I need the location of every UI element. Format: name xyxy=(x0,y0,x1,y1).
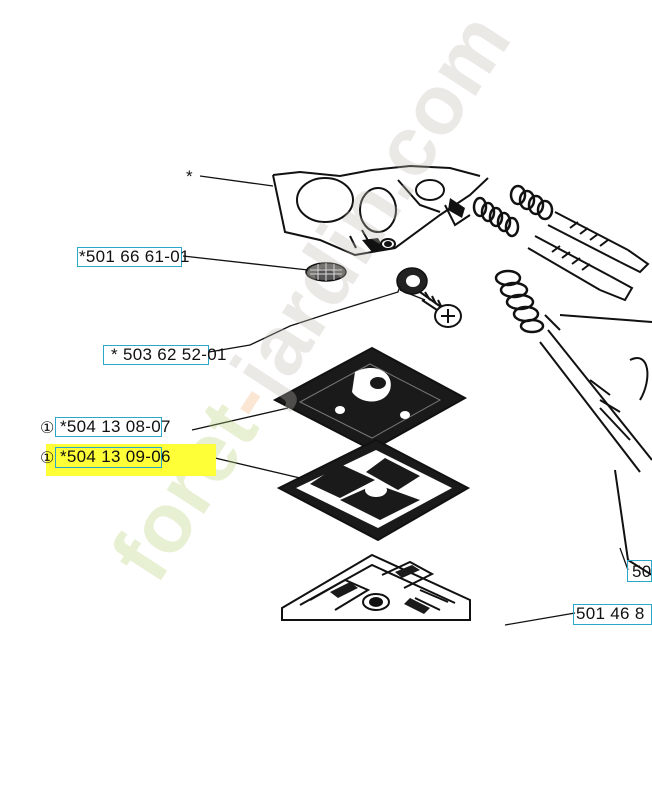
pump-cover-shading xyxy=(330,565,430,614)
part-number-6[interactable]: 501 46 8 xyxy=(576,604,645,623)
part-number-2[interactable]: * 503 62 52-01 xyxy=(111,345,227,364)
pump-cover xyxy=(281,553,471,621)
circle-mark-4: ① xyxy=(40,450,55,467)
top-asterisk-label: * xyxy=(186,167,193,186)
washer xyxy=(396,267,428,295)
leader-lines xyxy=(182,175,576,626)
adjustment-needles xyxy=(527,211,650,331)
part-number-box-3 xyxy=(55,417,162,437)
part-number-1[interactable]: *501 66 61-01 xyxy=(79,247,190,266)
screen-filter xyxy=(305,262,347,282)
screw xyxy=(419,291,462,328)
part-number-4[interactable]: *504 13 09-06 xyxy=(60,447,171,466)
part-number-box-1 xyxy=(77,247,182,267)
selected-part-highlight xyxy=(46,444,216,476)
circle-mark-3: ① xyxy=(40,420,55,437)
springs xyxy=(472,184,554,334)
part-number-3[interactable]: *504 13 08-07 xyxy=(60,417,171,436)
part-number-box-2 xyxy=(103,345,209,365)
upper-gasket xyxy=(272,346,468,452)
part-number-5[interactable]: 50 xyxy=(632,562,652,581)
carburetor-body-shading xyxy=(362,198,465,252)
part-label-circle xyxy=(619,547,629,571)
lower-gasket xyxy=(276,438,471,542)
part-number-box-4 xyxy=(55,447,162,468)
lever-arm xyxy=(539,314,652,576)
